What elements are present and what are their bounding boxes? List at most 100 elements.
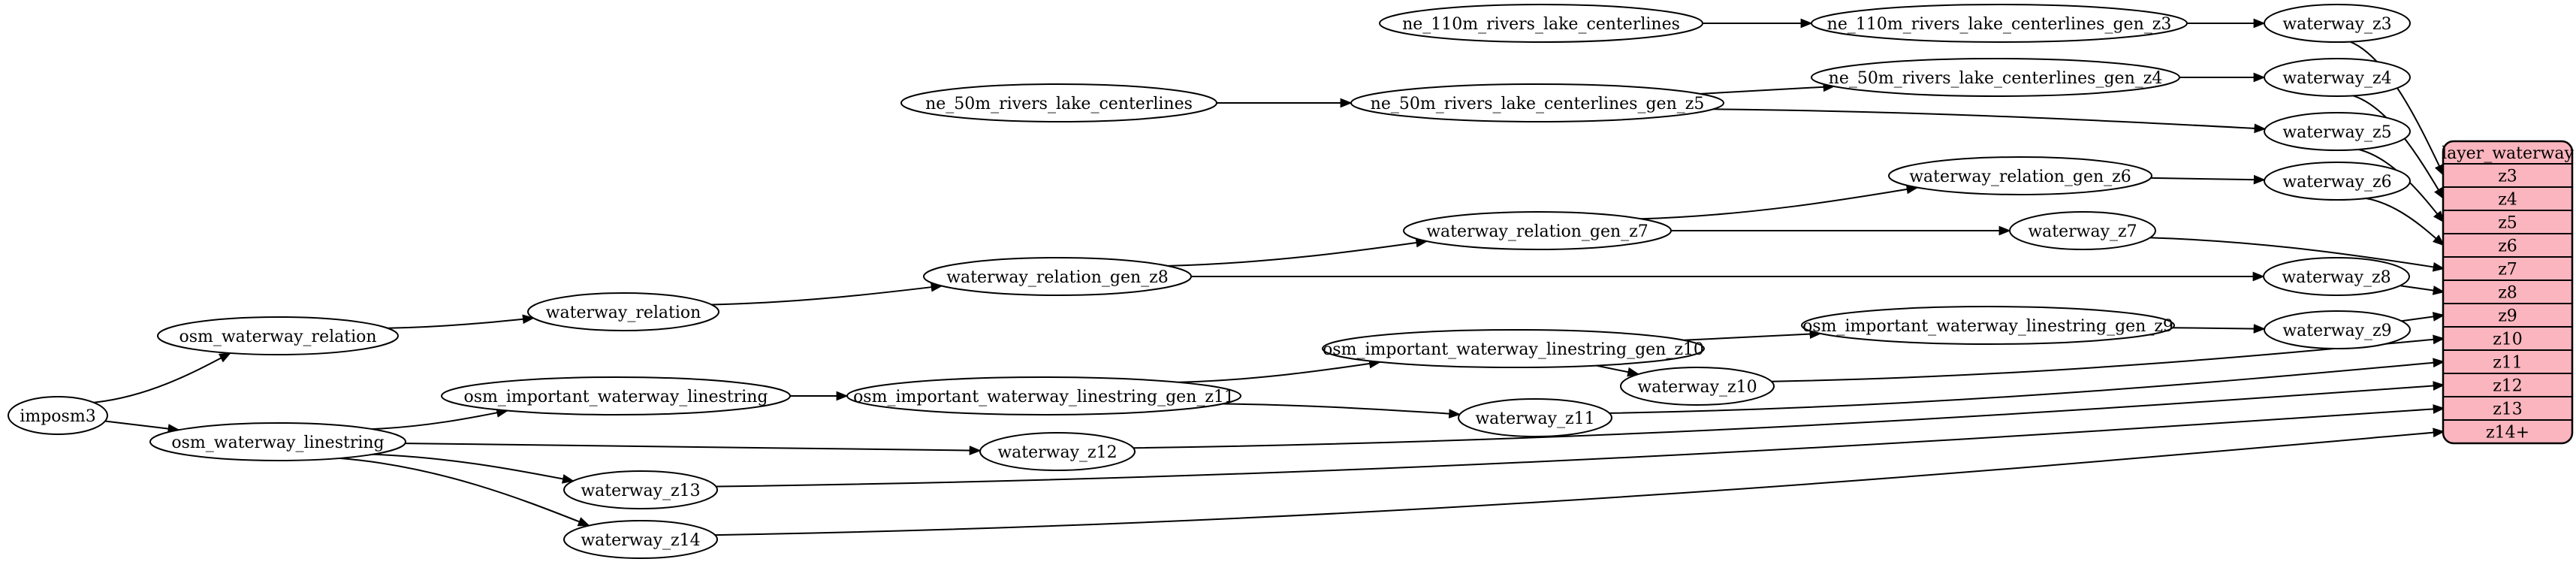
table-outline — [2442, 140, 2574, 445]
table-row-label: z8 — [2498, 284, 2517, 303]
table-row-z13: z13 — [2493, 400, 2523, 419]
node-osm_imp_gen_z10: osm_important_waterway_linestring_gen_z1… — [1322, 329, 1705, 368]
node-label-wz13: waterway_z13 — [581, 482, 700, 500]
node-ne50_gen_z4: ne_50m_rivers_lake_centerlines_gen_z4 — [1811, 58, 2180, 97]
edge-wz13-to-table-row-z13 — [716, 404, 2445, 488]
table-row-z11: z11 — [2493, 354, 2523, 373]
node-ellipse-wz5 — [2264, 112, 2411, 151]
node-ellipse-ne110 — [1379, 4, 1703, 43]
edge-wz12-to-table-row-z12 — [1133, 381, 2445, 449]
node-ellipse-wrel_gen_z7 — [1403, 211, 1672, 250]
edge-wz3-to-table-row-z3 — [2349, 41, 2445, 177]
edge-wrel_gen_z7-to-wrel_gen_z6 — [1641, 184, 1919, 220]
node-ellipse-wz7 — [2009, 211, 2156, 250]
table-header-label: layer_waterway — [2442, 144, 2574, 163]
node-label-ne110: ne_110m_rivers_lake_centerlines — [1402, 15, 1680, 34]
node-ellipse-osm_imp_gen_z11 — [846, 376, 1241, 415]
node-label-wrel: waterway_relation — [546, 304, 701, 322]
edge-osm_line-to-wz13 — [373, 453, 575, 484]
edge-osm_imp_gen_z10-to-wz10 — [1596, 364, 1640, 377]
table-row-z6: z6 — [2498, 237, 2517, 256]
node-label-osm_line: osm_waterway_linestring — [171, 434, 384, 452]
node-label-osm_rel: osm_waterway_relation — [179, 328, 376, 346]
node-ellipse-imposm3 — [8, 396, 108, 435]
node-label-ne110_gen_z3: ne_110m_rivers_lake_centerlines_gen_z3 — [1827, 15, 2172, 34]
node-ellipse-wz8 — [2263, 257, 2410, 296]
edge-osm_imp_gen_z9-to-wz9 — [2172, 324, 2266, 334]
node-wz12: waterway_z12 — [979, 432, 1136, 471]
edge-ne50_gen_z5-to-wz5 — [1712, 108, 2267, 134]
table-row-label: z9 — [2498, 307, 2517, 326]
node-ellipse-ne50_gen_z4 — [1811, 58, 2180, 97]
node-ellipse-wz3 — [2264, 4, 2411, 43]
node-wz6: waterway_z6 — [2264, 162, 2411, 201]
node-ellipse-wz11 — [1458, 398, 1612, 437]
node-wz8: waterway_z8 — [2263, 257, 2410, 296]
node-label-wrel_gen_z7: waterway_relation_gen_z7 — [1426, 222, 1648, 241]
table-row-z12: z12 — [2493, 377, 2523, 396]
edge-wz14-to-table-row-z14plus — [715, 428, 2445, 536]
node-label-wz11: waterway_z11 — [1475, 409, 1594, 428]
table-row-label: z3 — [2498, 168, 2517, 186]
node-label-wz6: waterway_z6 — [2282, 173, 2391, 192]
node-osm_line: osm_waterway_linestring — [149, 422, 406, 461]
node-ellipse-wz6 — [2264, 162, 2411, 201]
node-wz5: waterway_z5 — [2264, 112, 2411, 151]
table-row-z10: z10 — [2493, 331, 2523, 349]
edges-layer — [93, 18, 2445, 536]
node-ellipse-ne50_gen_z5 — [1350, 83, 1724, 122]
node-ellipse-wz9 — [2264, 310, 2411, 349]
edge-wz8-to-table-row-z8 — [2400, 285, 2445, 295]
table-row-label: z13 — [2493, 400, 2523, 419]
edge-osm_line-to-wz12 — [405, 443, 982, 455]
node-label-ne50_gen_z4: ne_50m_rivers_lake_centerlines_gen_z4 — [1829, 69, 2163, 88]
node-ellipse-wz4 — [2264, 58, 2411, 97]
node-osm_imp_gen_z9: osm_important_waterway_linestring_gen_z9 — [1801, 306, 2175, 345]
edge-wrel_gen_z8-to-wrel_gen_z7 — [1168, 237, 1428, 267]
node-label-wz4: waterway_z4 — [2282, 69, 2391, 88]
edge-wz6-to-table-row-z6 — [2366, 198, 2445, 246]
node-ellipse-osm_imp — [441, 376, 791, 415]
table-row-label: z6 — [2498, 237, 2517, 256]
table-row-z7: z7 — [2498, 261, 2517, 279]
node-ellipse-wrel — [527, 292, 719, 331]
table-row-label: z10 — [2493, 331, 2523, 349]
edge-wz4-to-table-row-z4 — [2353, 95, 2445, 200]
edge-osm_imp_gen_z11-to-wz11 — [1222, 403, 1461, 418]
edge-osm_line-to-wz14 — [339, 457, 590, 527]
node-label-ne50: ne_50m_rivers_lake_centerlines — [925, 95, 1193, 113]
node-label-osm_imp: osm_important_waterway_linestring — [463, 388, 768, 406]
table-row-z5: z5 — [2498, 214, 2517, 233]
node-ellipse-osm_imp_gen_z9 — [1801, 306, 2175, 345]
node-ellipse-ne110_gen_z3 — [1811, 4, 2188, 43]
node-wrel_gen_z7: waterway_relation_gen_z7 — [1403, 211, 1672, 250]
node-ne50_gen_z5: ne_50m_rivers_lake_centerlines_gen_z5 — [1350, 83, 1724, 122]
table-layer: layer_waterwayz3z4z5z6z7z8z9z10z11z12z13… — [2442, 140, 2574, 445]
node-label-imposm3: imposm3 — [20, 407, 95, 426]
node-ne110_gen_z3: ne_110m_rivers_lake_centerlines_gen_z3 — [1811, 4, 2188, 43]
node-ellipse-wz13 — [563, 470, 718, 509]
edge-imposm3-to-osm_line — [104, 420, 180, 434]
node-label-wz8: waterway_z8 — [2282, 268, 2390, 287]
table-row-label: z12 — [2493, 377, 2523, 396]
node-label-wz7: waterway_z7 — [2028, 222, 2137, 241]
node-wz13: waterway_z13 — [563, 470, 718, 509]
node-label-wz9: waterway_z9 — [2282, 322, 2391, 340]
edge-osm_imp_gen_z11-to-osm_imp_gen_z10 — [1179, 358, 1382, 383]
node-ellipse-wrel_gen_z6 — [1888, 156, 2152, 195]
node-label-wrel_gen_z8: waterway_relation_gen_z8 — [946, 268, 1169, 287]
node-wz9: waterway_z9 — [2264, 310, 2411, 349]
edge-wrel-to-wrel_gen_z8 — [711, 282, 943, 306]
edge-wrel_gen_z6-to-wz6 — [2150, 174, 2266, 185]
node-ne110: ne_110m_rivers_lake_centerlines — [1379, 4, 1703, 43]
node-label-wz10: waterway_z10 — [1637, 378, 1757, 397]
node-wz3: waterway_z3 — [2264, 4, 2411, 43]
node-label-wz3: waterway_z3 — [2282, 15, 2391, 34]
table-row-z8: z8 — [2498, 284, 2517, 303]
edge-osm_imp_gen_z10-to-osm_imp_gen_z9 — [1684, 329, 1822, 341]
table-row-label: z5 — [2498, 214, 2517, 233]
node-ellipse-wrel_gen_z8 — [923, 257, 1192, 296]
edge-osm_rel-to-wrel — [388, 314, 535, 329]
node-label-wz14: waterway_z14 — [581, 531, 700, 550]
